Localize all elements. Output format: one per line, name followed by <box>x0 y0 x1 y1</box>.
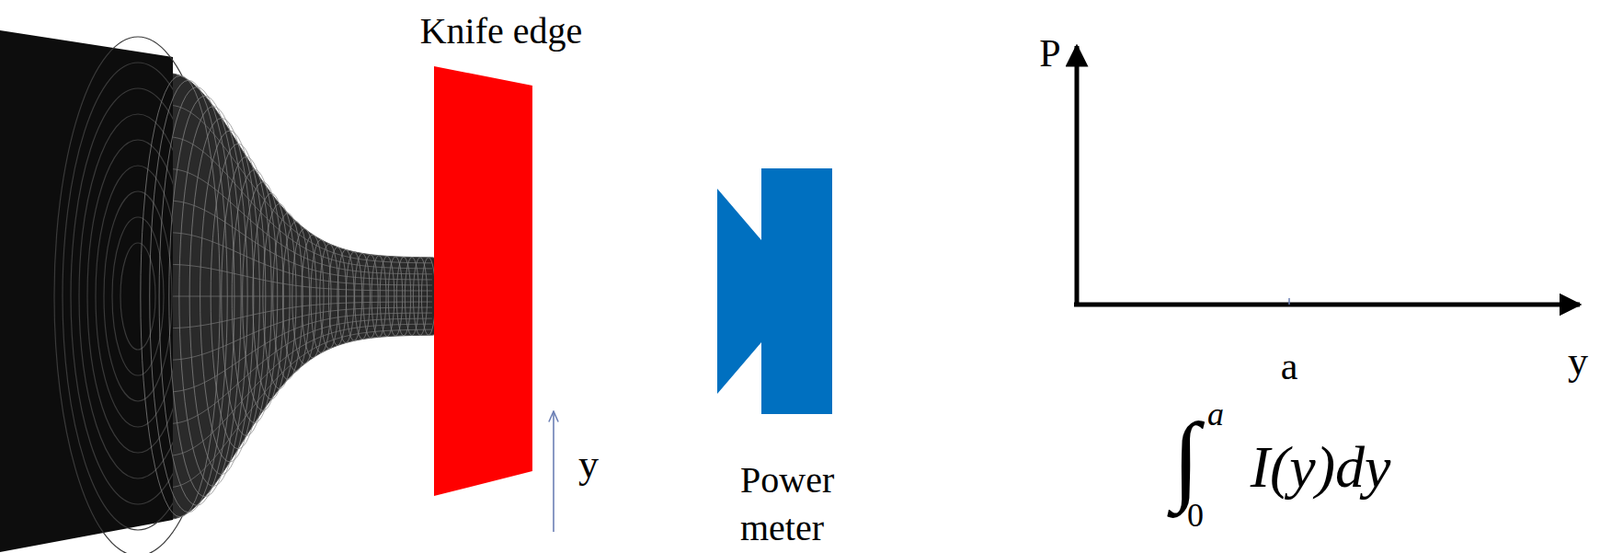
beam-meridian <box>172 232 433 286</box>
beam-mesh <box>140 75 436 517</box>
axis-tick <box>1288 297 1291 305</box>
beam-meridian <box>172 263 433 291</box>
lower-limit: 0 <box>1187 498 1204 532</box>
axis-label: a <box>1280 346 1299 386</box>
panel-ring <box>112 217 164 376</box>
beam-meridian <box>172 200 433 280</box>
axis-label: y <box>578 444 599 485</box>
integrand: I(y)dy <box>1250 437 1392 497</box>
beam-meridian <box>172 296 433 298</box>
gaussian-beam <box>172 73 452 519</box>
beam-meridian <box>172 105 433 263</box>
beam-meridian <box>172 307 433 360</box>
y-axis <box>1074 302 1580 308</box>
beam-meridian <box>172 318 433 423</box>
beam-meridian <box>172 323 433 456</box>
axis-label: P <box>1039 34 1061 73</box>
panel-ring <box>95 165 181 427</box>
power-meter: Power meter <box>712 163 897 532</box>
knife-edge-blade <box>434 66 533 496</box>
power-meter-body <box>717 168 833 414</box>
node-label: Power meter <box>740 456 860 552</box>
y-direction-arrow <box>552 411 555 532</box>
integral-sign: ∫ <box>1172 408 1200 508</box>
upper-limit: a <box>1207 397 1224 431</box>
axis-label: y <box>1567 341 1589 382</box>
node-shape <box>404 7 598 504</box>
beam-meridian <box>172 329 433 487</box>
screen-panel <box>0 30 173 552</box>
beam-meridian <box>172 137 433 269</box>
knife-edge: Knife edge <box>404 7 598 504</box>
node-label: Knife edge <box>404 7 598 56</box>
beam-meridian <box>172 301 433 329</box>
beam-meridian <box>172 169 433 275</box>
p-axis <box>1074 45 1080 305</box>
